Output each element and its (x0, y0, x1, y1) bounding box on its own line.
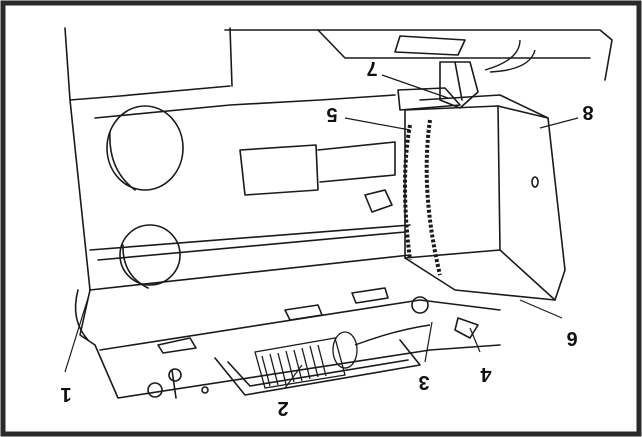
base-dot (202, 387, 208, 393)
callout-6: 6 (566, 327, 577, 349)
plate-slot (395, 36, 465, 55)
base-slot-3 (352, 288, 388, 303)
base-slot-2 (285, 305, 322, 320)
callout-2: 2 (277, 397, 288, 419)
top-panel (318, 30, 590, 58)
machine-body (65, 28, 612, 398)
leader-4 (470, 328, 480, 352)
base-screw-1 (148, 383, 162, 397)
callout-1: 1 (60, 383, 71, 405)
side-cover-right (498, 106, 565, 300)
machine-top-outline (65, 28, 230, 100)
face-recess-inner (318, 142, 395, 182)
leader-8 (540, 118, 578, 128)
figure-frame (3, 3, 639, 434)
spool-thread (355, 325, 430, 345)
callout-5: 5 (326, 103, 337, 125)
callout-labels: 1 2 3 4 5 6 7 8 (60, 57, 593, 419)
base-screw-2 (169, 369, 181, 381)
upper-knob (107, 106, 183, 190)
cover-dot (532, 177, 538, 187)
leader-2 (285, 365, 302, 388)
thread-curve-2 (490, 50, 535, 72)
tension-lever (455, 318, 478, 338)
base-pin (172, 370, 176, 398)
leader-6 (520, 300, 562, 318)
callout-8: 8 (582, 101, 593, 123)
side-cover-front (405, 106, 500, 258)
thread-curve (485, 40, 520, 70)
callout-4: 4 (480, 363, 492, 385)
callout-7: 7 (366, 57, 377, 79)
needle-bar (455, 62, 462, 100)
face-recess (240, 145, 318, 195)
face-handle (365, 190, 392, 212)
leader-5 (345, 118, 410, 130)
thread-line-2 (427, 120, 440, 275)
callout-3: 3 (418, 371, 429, 393)
machine-top-edge (230, 28, 232, 86)
leader-3 (425, 322, 432, 362)
thread-spool (255, 332, 357, 388)
